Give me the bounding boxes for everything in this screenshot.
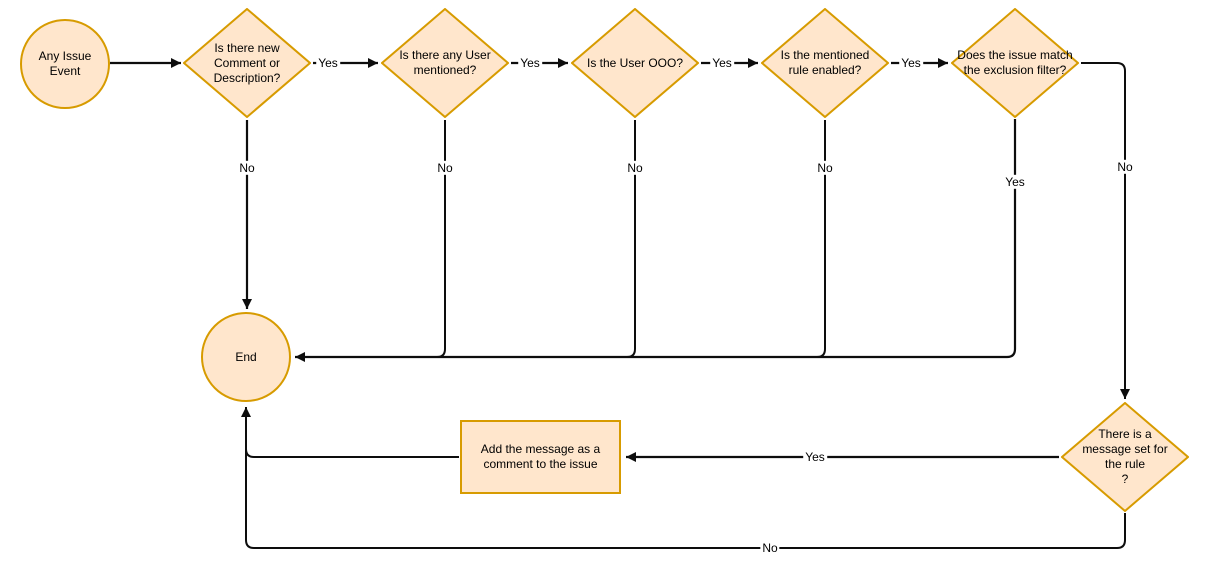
edge-label-comment-no: No: [237, 160, 257, 176]
node-add-comment: Add the message as a comment to the issu…: [460, 420, 621, 494]
node-start-label: Any Issue Event: [38, 49, 92, 78]
edge-label-message-no: No: [760, 540, 780, 556]
edge-label-mentioned-no: No: [435, 160, 455, 176]
diamond-shape: [381, 8, 509, 118]
edge-label-ooo-yes: Yes: [710, 55, 734, 71]
node-user-ooo: Is the User OOO?: [571, 8, 699, 118]
node-rule-enabled: Is the mentioned rule enabled?: [761, 8, 889, 118]
edge-label-ooo-no: No: [625, 160, 645, 176]
node-message-set: There is a message set for the rule ?: [1061, 402, 1189, 512]
node-new-comment-label: Is there new Comment or Description?: [213, 40, 281, 85]
diamond-shape: [951, 8, 1079, 118]
node-user-ooo-label: Is the User OOO?: [586, 55, 684, 70]
diamond-shape: [183, 8, 311, 118]
node-message-set-label: There is a message set for the rule ?: [1082, 427, 1168, 486]
node-end: End: [201, 312, 291, 402]
edge-label-filter-no: No: [1115, 159, 1135, 175]
node-rule-enabled-label: Is the mentioned rule enabled?: [780, 48, 870, 77]
diamond-shape: [571, 8, 699, 118]
edge-label-filter-yes: Yes: [1003, 174, 1027, 190]
edge-label-enabled-yes: Yes: [899, 55, 923, 71]
node-exclusion-filter-label: Does the issue match the exclusion filte…: [957, 48, 1073, 77]
diamond-shape: [1061, 402, 1189, 512]
edge-label-enabled-no: No: [815, 160, 835, 176]
node-add-comment-label: Add the message as a comment to the issu…: [480, 442, 601, 471]
node-user-mentioned-label: Is there any User mentioned?: [399, 48, 491, 77]
node-new-comment: Is there new Comment or Description?: [183, 8, 311, 118]
node-exclusion-filter: Does the issue match the exclusion filte…: [951, 8, 1079, 118]
edge-label-message-yes: Yes: [803, 449, 827, 465]
edge-label-mentioned-yes: Yes: [518, 55, 542, 71]
node-end-label: End: [235, 349, 257, 364]
diamond-shape: [761, 8, 889, 118]
edge-label-comment-yes: Yes: [316, 55, 340, 71]
node-start: Any Issue Event: [20, 19, 110, 109]
node-user-mentioned: Is there any User mentioned?: [381, 8, 509, 118]
